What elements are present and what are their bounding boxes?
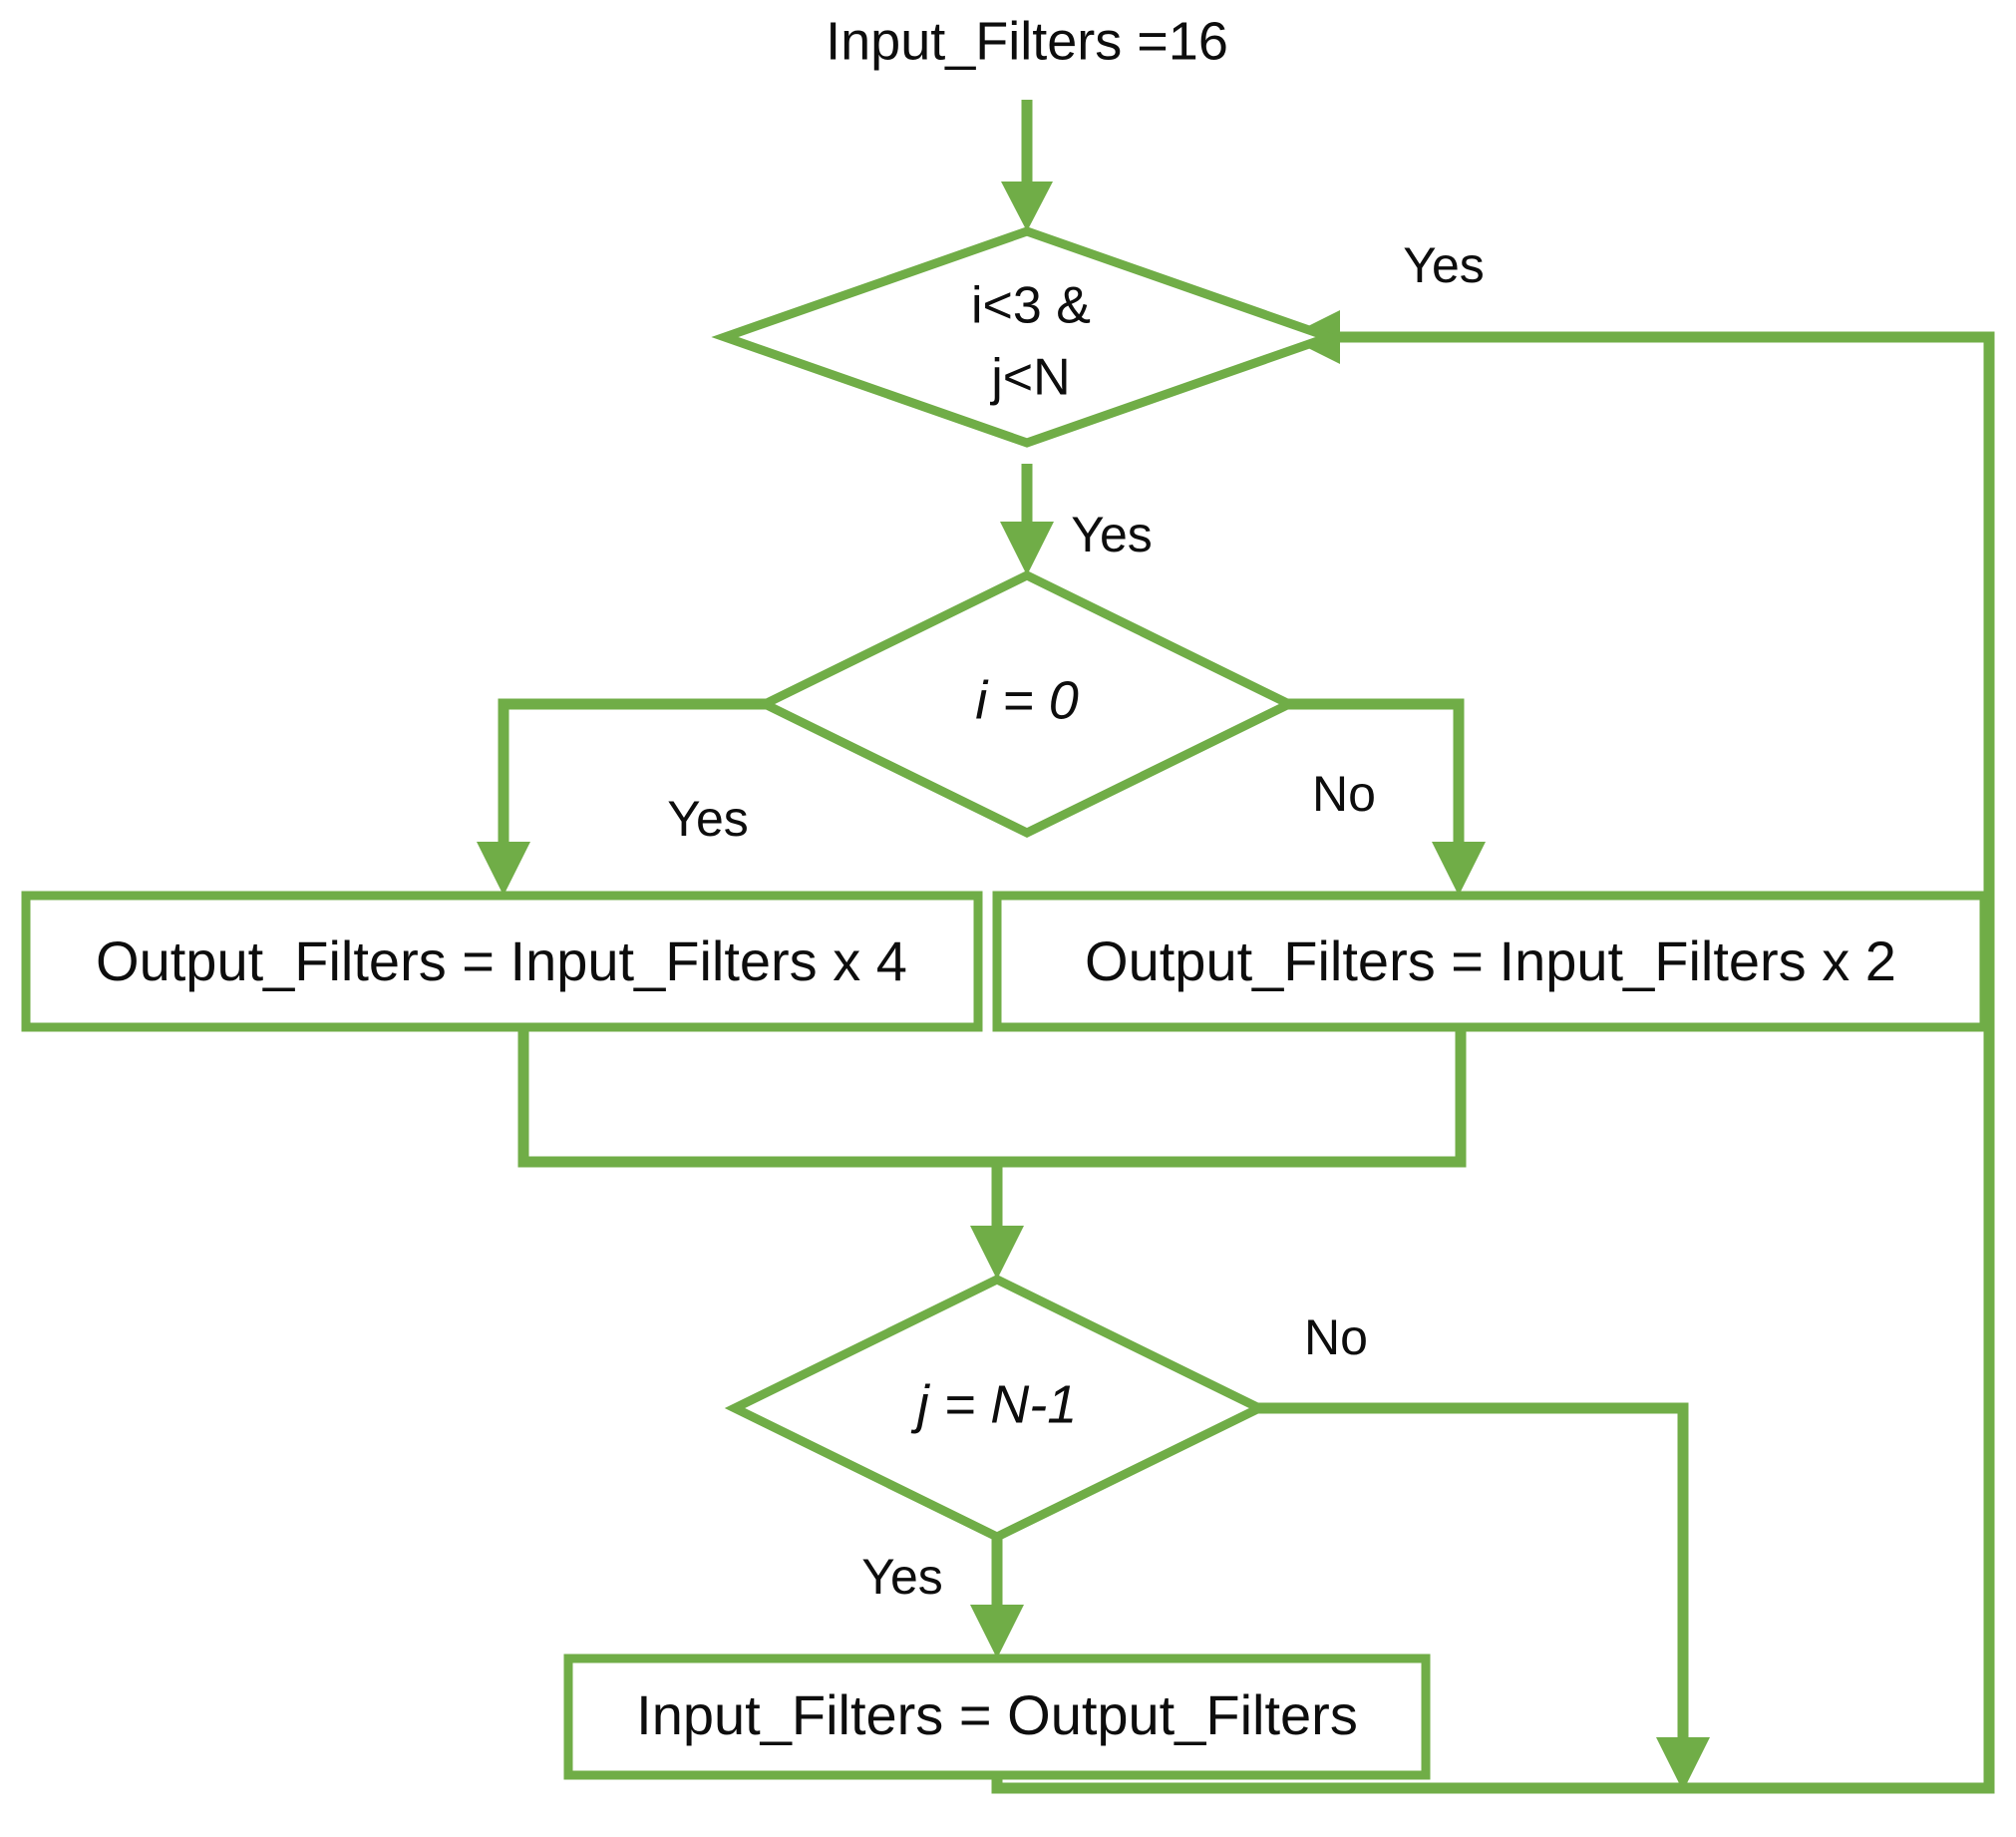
edge-label-loop-enter-yes: Yes	[1071, 507, 1153, 562]
process-output-filters-x2	[992, 891, 1989, 1032]
start-label: Input_Filters =16	[826, 11, 1228, 71]
decision-i-equals-zero-label: i = 0	[975, 670, 1079, 730]
connector-loop-decision-to-i-decision	[1000, 464, 1054, 575]
process-output-filters-x4-label: Output_Filters = Input_Filters x 4	[96, 929, 907, 992]
connector-i-decision-no-to-x2-box	[1283, 698, 1486, 896]
decision-j-equals-n-minus-1	[724, 1274, 1270, 1543]
decision-i-equals-zero	[754, 569, 1300, 839]
connector-start-to-loop-decision	[1001, 100, 1053, 231]
decision-loop-condition-line1: i<3 &	[971, 277, 1091, 335]
decision-loop-condition	[711, 226, 1343, 448]
edge-label-loop-back-yes: Yes	[1403, 237, 1485, 293]
connector-i-decision-yes-to-x4-box	[477, 698, 771, 896]
connector-j-decision-yes-to-assign-box	[970, 1534, 1024, 1658]
edge-label-i-equals-zero-yes: Yes	[667, 791, 749, 847]
edge-label-j-equals-n-no: No	[1304, 1309, 1368, 1365]
decision-loop-condition-line2: j<N	[989, 349, 1070, 407]
connector-j-decision-no-to-bottom-rail	[1254, 1402, 1710, 1791]
process-input-equals-output	[563, 1653, 1431, 1780]
decision-j-equals-n-minus-1-label: j = N-1	[910, 1374, 1078, 1434]
edge-label-i-equals-zero-no: No	[1312, 766, 1376, 822]
process-output-filters-x4	[21, 891, 983, 1032]
process-input-equals-output-label: Input_Filters = Output_Filters	[636, 1683, 1358, 1746]
connector-boxes-merge-to-j-decision	[517, 1027, 1467, 1280]
process-output-filters-x2-label: Output_Filters = Input_Filters x 2	[1085, 929, 1896, 992]
edge-label-j-equals-n-yes: Yes	[861, 1549, 943, 1605]
